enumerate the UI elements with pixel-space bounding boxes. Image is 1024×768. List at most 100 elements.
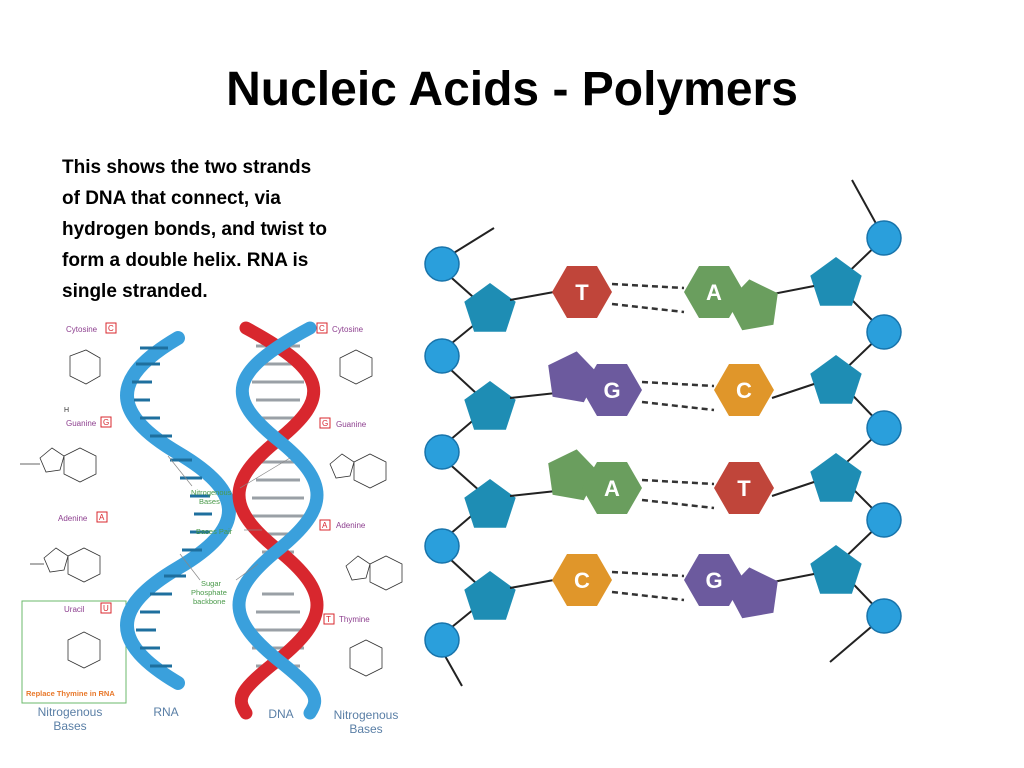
base-hexagon bbox=[552, 266, 612, 318]
structure-h-label: H bbox=[64, 407, 69, 414]
description-text: This shows the two strands of DNA that c… bbox=[62, 152, 382, 307]
sugar-pentagon bbox=[810, 257, 862, 306]
rna-dna-helix-figure: Cytosine C H Guanine G Adenine A Uracil … bbox=[20, 321, 403, 736]
hydrogen-bond bbox=[641, 400, 715, 412]
base-letter: G bbox=[322, 419, 328, 428]
base-letter-box bbox=[100, 602, 112, 614]
bottom-label: Bases bbox=[349, 722, 382, 736]
base-hexagon bbox=[684, 554, 744, 606]
hydrogen-bond bbox=[611, 570, 685, 578]
sugar-base-link bbox=[509, 579, 555, 589]
callout-label: Nitrogenous bbox=[191, 488, 232, 497]
bottom-label: RNA bbox=[153, 705, 178, 719]
phosphate-sphere bbox=[866, 502, 902, 538]
rna-strand bbox=[120, 331, 236, 690]
callout-label: Bases bbox=[199, 497, 220, 506]
base-hexagon bbox=[582, 364, 642, 416]
base-hexagon bbox=[582, 462, 642, 514]
phosphate-sphere bbox=[866, 598, 902, 634]
dna-double-helix bbox=[232, 321, 324, 720]
callout-label: Phosphate bbox=[191, 588, 227, 597]
sugar-base-link bbox=[771, 481, 815, 497]
hydrogen-bond bbox=[641, 478, 715, 486]
base-letter: G bbox=[103, 418, 109, 427]
sugar-pentagon bbox=[810, 355, 862, 404]
bottom-label: Bases bbox=[53, 719, 86, 733]
callout-label: Sugar bbox=[201, 579, 222, 588]
base-hexagon bbox=[684, 266, 744, 318]
base-hexagon bbox=[714, 364, 774, 416]
base-name-label: Guanine bbox=[336, 420, 367, 429]
hydrogen-bond bbox=[611, 590, 685, 602]
sugar-pentagon bbox=[464, 283, 516, 332]
hydrogen-bond bbox=[641, 380, 715, 388]
base-letter: A bbox=[322, 521, 328, 530]
sugar-pentagon bbox=[464, 381, 516, 430]
base-name-label: Cytosine bbox=[332, 325, 364, 334]
bottom-labels: Nitrogenous Bases RNA DNA Nitrogenous Ba… bbox=[38, 705, 399, 736]
slide-title: Nucleic Acids - Polymers bbox=[226, 63, 798, 116]
callout-label: backbone bbox=[193, 597, 226, 606]
left-base-column: Cytosine C H Guanine G Adenine A Uracil … bbox=[20, 322, 127, 704]
base-name-label: Thymine bbox=[339, 615, 370, 624]
base-letter-box bbox=[319, 417, 331, 429]
bottom-label: Nitrogenous bbox=[334, 708, 399, 722]
base-name-label: Guanine bbox=[66, 419, 97, 428]
description-line: of DNA that connect, via bbox=[62, 188, 281, 209]
sugar-pentagon bbox=[464, 571, 516, 620]
description-line: This shows the two strands bbox=[62, 157, 312, 178]
base-letter: T bbox=[326, 615, 331, 624]
base-letter: U bbox=[103, 604, 109, 613]
description-line: hydrogen bonds, and twist to bbox=[62, 219, 327, 240]
base-letter-box bbox=[319, 519, 331, 531]
right-base-column: C Cytosine G Guanine A Adenine T Thymine bbox=[316, 322, 403, 677]
base-letter-label: T bbox=[575, 280, 589, 305]
description-line: single stranded. bbox=[62, 281, 208, 302]
uracil-box bbox=[21, 600, 127, 704]
adenine-structure-icon bbox=[345, 555, 403, 591]
cytosine-structure-icon bbox=[69, 349, 101, 385]
phosphate-sphere bbox=[866, 314, 902, 350]
helix-callouts: Nitrogenous Bases Bases Pair Sugar Phosp… bbox=[167, 455, 291, 606]
description-line: form a double helix. RNA is bbox=[62, 250, 309, 271]
base-name-label: Uracil bbox=[64, 605, 85, 614]
base-hexagon bbox=[714, 462, 774, 514]
phosphate-sphere bbox=[866, 410, 902, 446]
base-letter-label: A bbox=[604, 476, 620, 501]
base-letter-box bbox=[316, 322, 328, 334]
sugar-pentagon bbox=[464, 479, 516, 528]
replace-thymine-note: Replace Thymine in RNA bbox=[26, 689, 115, 698]
base-letter-label: G bbox=[603, 378, 620, 403]
phosphate-sphere bbox=[424, 528, 460, 564]
base-name-label: Cytosine bbox=[66, 325, 98, 334]
base-letter-box bbox=[105, 322, 117, 334]
base-name-label: Adenine bbox=[336, 521, 366, 530]
phosphate-sphere bbox=[424, 246, 460, 282]
hydrogen-bond bbox=[641, 498, 715, 510]
sugar-base-link bbox=[771, 383, 815, 399]
base-letter-label: G bbox=[705, 568, 722, 593]
base-letter-box bbox=[100, 416, 112, 428]
sugar-pentagon bbox=[810, 453, 862, 502]
bottom-label: DNA bbox=[268, 707, 293, 721]
thymine-structure-icon bbox=[349, 639, 383, 677]
base-letter-label: C bbox=[736, 378, 752, 403]
guanine-structure-icon bbox=[329, 453, 387, 489]
base-letter: C bbox=[319, 324, 325, 333]
bottom-label: Nitrogenous bbox=[38, 705, 103, 719]
base-hexagon bbox=[552, 554, 612, 606]
phosphate-sphere bbox=[866, 220, 902, 256]
base-letter-box bbox=[323, 613, 335, 625]
guanine-structure-icon bbox=[20, 447, 97, 483]
adenine-structure-icon bbox=[30, 547, 101, 583]
phosphate-sphere bbox=[424, 338, 460, 374]
phosphate-sphere bbox=[424, 622, 460, 658]
base-letter-label: C bbox=[574, 568, 590, 593]
hydrogen-bond bbox=[611, 282, 685, 290]
base-letter: C bbox=[108, 324, 114, 333]
sugar-pentagon bbox=[810, 545, 862, 594]
base-name-label: Adenine bbox=[58, 514, 88, 523]
cytosine-structure-icon bbox=[339, 349, 373, 385]
sugar-base-link bbox=[509, 291, 555, 301]
